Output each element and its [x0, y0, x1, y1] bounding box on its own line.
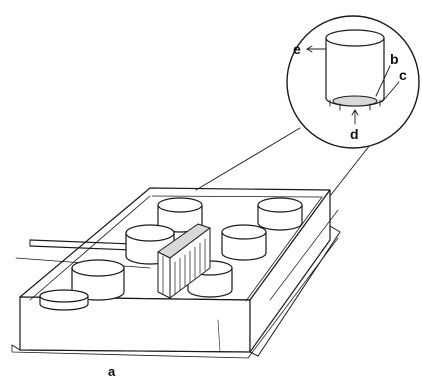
magnified-inset [286, 15, 420, 149]
inset-cup [325, 29, 385, 111]
label-c: c [399, 67, 407, 83]
electrode-array [157, 223, 211, 299]
magnify-leader-lines [195, 127, 371, 197]
label-a: a [108, 364, 116, 379]
tray-right-face [249, 189, 331, 353]
label-b: b [390, 51, 399, 67]
label-d: d [350, 126, 359, 142]
tray-base-plate [11, 225, 341, 357]
well [39, 289, 89, 311]
well [71, 259, 125, 301]
label-e: e [293, 41, 301, 57]
well [221, 224, 267, 261]
well [157, 197, 203, 233]
inset-pointers [306, 45, 400, 125]
well [257, 197, 303, 231]
